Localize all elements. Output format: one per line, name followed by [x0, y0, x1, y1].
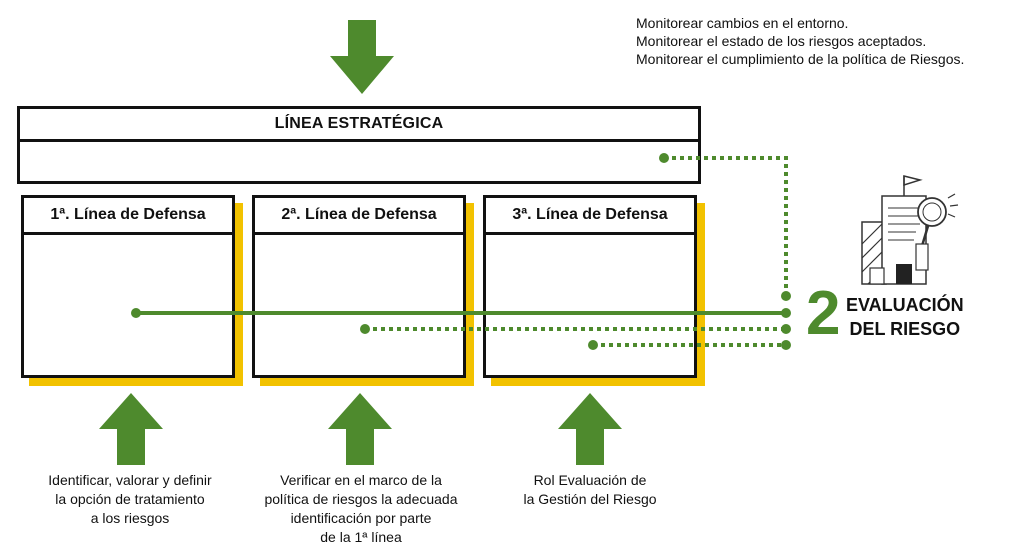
caption-2-line-3: identificación por parte — [290, 510, 432, 526]
evaluation-number: 2 — [806, 279, 841, 348]
monitor-line-2: Monitorear el estado de los riesgos acep… — [636, 33, 927, 49]
monitor-line-3: Monitorear el cumplimiento de la polític… — [636, 51, 965, 67]
up-arrow-3-icon — [558, 393, 622, 465]
caption-1-line-3: a los riesgos — [90, 510, 170, 526]
strategic-connector-line — [664, 156, 788, 296]
top-down-arrow-icon — [330, 20, 394, 94]
building-magnifier-icon — [861, 175, 959, 285]
caption-2-line-1: Verificar en el marco de la — [280, 472, 442, 488]
caption-2-line-2: política de riesgos la adecuada — [264, 491, 458, 507]
caption-3-line-1: Rol Evaluación de — [533, 472, 647, 488]
defense-line-3: 3ª. Línea de Defensa — [483, 195, 705, 386]
evaluation-label-line-2: DEL RIESGO — [849, 319, 961, 339]
defense-line-2: 2ª. Línea de Defensa — [252, 195, 474, 386]
monitor-line-1: Monitorear cambios en el entorno. — [636, 15, 849, 31]
line3-connector-end-dot — [781, 340, 791, 350]
line1-connector-end-dot — [781, 308, 791, 318]
defense-line-3-box: 3ª. Línea de Defensa — [483, 195, 697, 378]
line2-connector-end-dot — [781, 324, 791, 334]
strategic-line-title: LÍNEA ESTRATÉGICA — [20, 109, 698, 142]
monitor-notes: Monitorear cambios en el entorno. Monito… — [636, 14, 964, 68]
defense-line-1-box: 1ª. Línea de Defensa — [21, 195, 235, 378]
evaluation-label: EVALUACIÓN DEL RIESGO — [846, 293, 964, 341]
defense-line-1-title: 1ª. Línea de Defensa — [24, 198, 232, 235]
up-arrow-2-icon — [328, 393, 392, 465]
defense-line-2-title: 2ª. Línea de Defensa — [255, 198, 463, 235]
defense-line-3-title: 3ª. Línea de Defensa — [486, 198, 694, 235]
defense-line-3-caption: Rol Evaluación de la Gestión del Riesgo — [490, 471, 690, 509]
defense-line-1-caption: Identificar, valorar y definir la opción… — [20, 471, 240, 528]
up-arrow-1-icon — [99, 393, 163, 465]
strategic-line-box: LÍNEA ESTRATÉGICA — [17, 106, 701, 184]
evaluation-label-line-1: EVALUACIÓN — [846, 295, 964, 315]
defense-line-2-box: 2ª. Línea de Defensa — [252, 195, 466, 378]
strategic-connector-end-dot — [781, 291, 791, 301]
defense-line-2-caption: Verificar en el marco de la política de … — [250, 471, 472, 547]
caption-1-line-1: Identificar, valorar y definir — [48, 472, 212, 488]
caption-2-line-4: de la 1ª línea — [320, 529, 402, 545]
caption-1-line-2: la opción de tratamiento — [55, 491, 205, 507]
defense-line-1: 1ª. Línea de Defensa — [21, 195, 243, 386]
caption-3-line-2: la Gestión del Riesgo — [523, 491, 657, 507]
